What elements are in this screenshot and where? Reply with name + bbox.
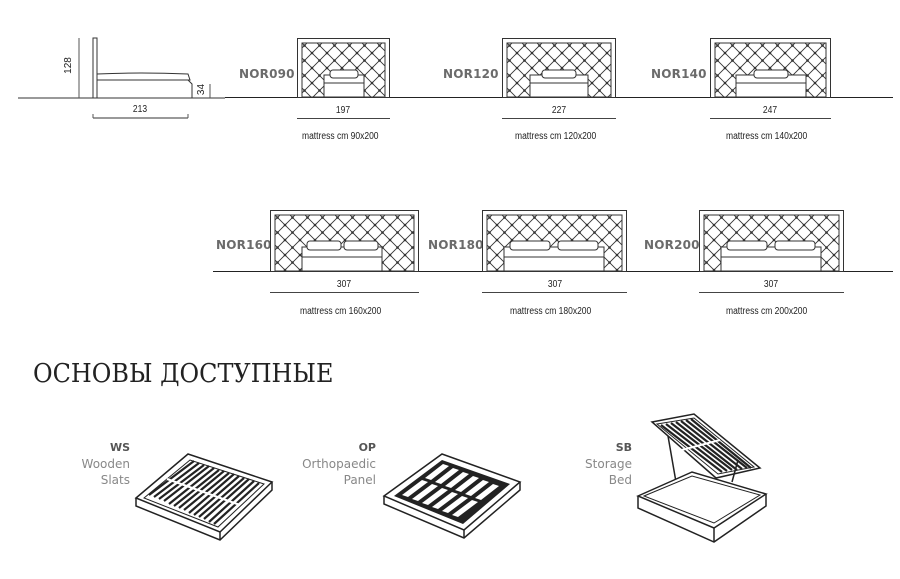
mattress-size-nor160: mattress cm 160x200 [300,306,382,317]
model-width-nor180: 307 [547,279,563,290]
base-code-ws: WS [109,441,130,454]
model-width-nor090: 197 [335,105,351,116]
mattress-size-nor140: mattress cm 140x200 [726,131,808,142]
wooden-slats-base-icon [134,453,274,541]
model-width-nor140: 247 [762,105,778,116]
base-line2-sb: Bed [608,473,632,487]
base-line1-ws: Wooden [81,457,130,471]
headboard-front-icon [699,210,844,272]
headboard-front-icon [270,210,419,272]
base-desc-ws: Wooden Slats [50,456,130,488]
base-line2-ws: Slats [100,473,130,487]
dim-line-nor200 [699,292,844,293]
model-width-nor160: 307 [336,279,352,290]
base-code-op: OP [358,441,376,454]
dim-line-nor160 [270,292,419,293]
model-code-nor160: NOR160 [216,238,272,252]
bed-side-profile-icon [18,37,225,119]
model-code-nor200: NOR200 [644,238,700,252]
mattress-size-nor120: mattress cm 120x200 [515,131,597,142]
model-code-nor090: NOR090 [239,67,295,81]
orthopaedic-panel-base-icon [382,453,522,539]
model-width-nor120: 227 [551,105,567,116]
headboard-front-icon [502,38,616,98]
dim-line-nor180 [482,292,627,293]
base-code-sb: SB [615,441,632,454]
model-code-nor120: NOR120 [443,67,499,81]
model-code-nor180: NOR180 [428,238,484,252]
dim-line-nor140 [710,118,831,119]
base-desc-sb: Storage Bed [552,456,632,488]
storage-bed-base-icon [636,413,768,543]
base-line1-op: Orthopaedic [302,457,376,471]
side-length-label: 213 [132,104,148,115]
model-code-nor140: NOR140 [651,67,707,81]
side-height-label: 128 [62,57,74,74]
base-line2-op: Panel [343,473,376,487]
mattress-size-nor180: mattress cm 180x200 [510,306,592,317]
mattress-size-nor200: mattress cm 200x200 [726,306,808,317]
model-width-nor200: 307 [763,279,779,290]
base-line1-sb: Storage [585,457,632,471]
mattress-size-nor090: mattress cm 90x200 [302,131,379,142]
dim-line-nor120 [502,118,616,119]
dim-line-nor090 [297,118,390,119]
base-desc-op: Orthopaedic Panel [280,456,376,488]
headboard-front-icon [710,38,831,98]
headboard-front-icon [297,38,390,98]
bases-section-title: ОСНОВЫ ДОСТУПНЫЕ [33,359,334,389]
side-leg-label: 34 [196,83,208,96]
headboard-front-icon [482,210,627,272]
